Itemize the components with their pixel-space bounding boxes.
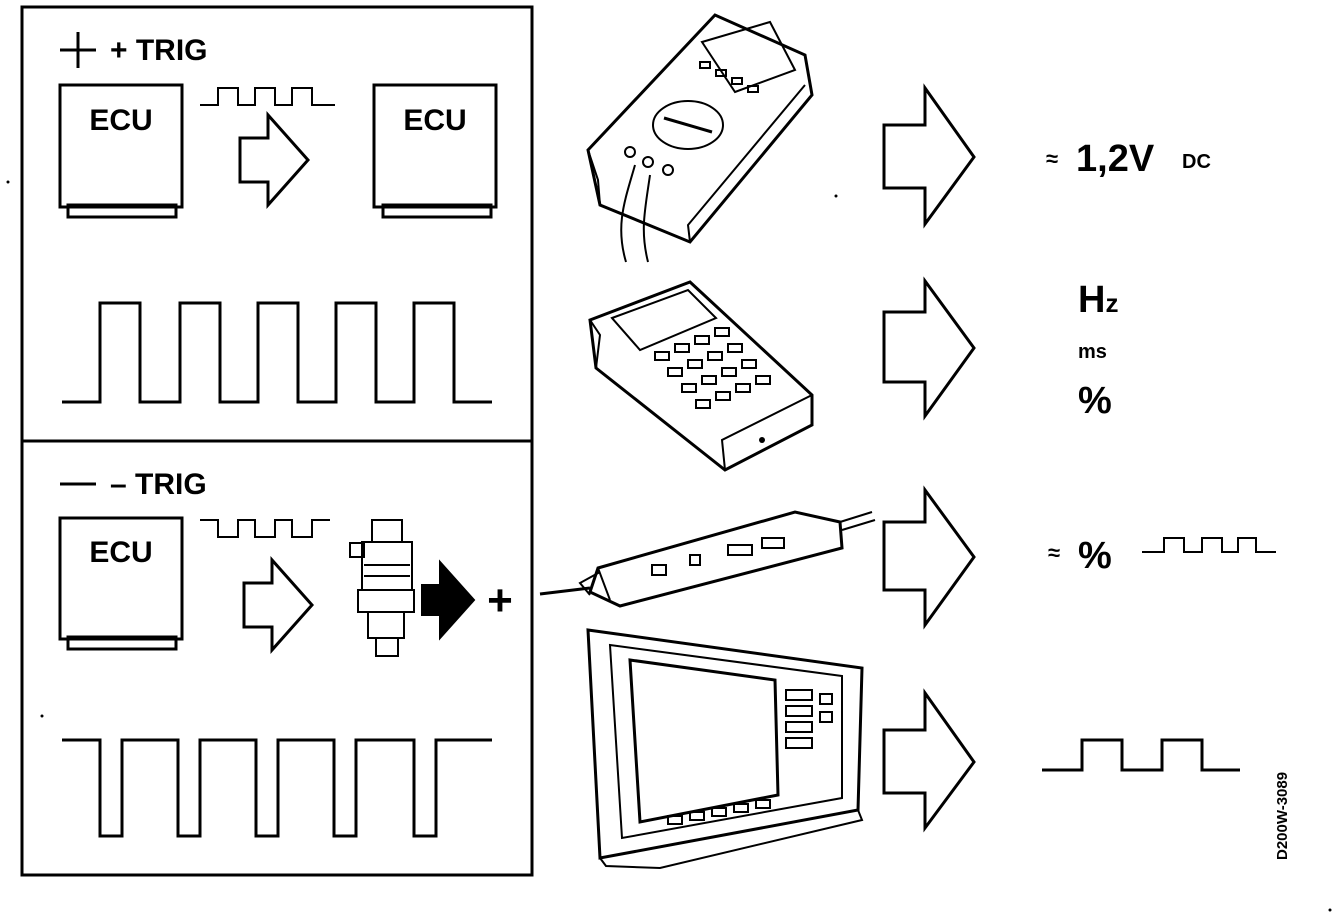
probe-pulse — [1142, 537, 1276, 553]
minus-trig-header: – TRIG — [60, 468, 207, 501]
plus-trig-header: + TRIG — [60, 32, 208, 68]
oscilloscope-icon — [586, 628, 864, 870]
small-pulse-train — [200, 87, 335, 106]
arrow-icon — [882, 485, 976, 630]
arrow-icon — [882, 276, 976, 421]
fuel-injector-icon — [349, 519, 415, 657]
ecu-box-right: ECU — [372, 83, 498, 219]
figure-id: D200W-3089 — [1274, 772, 1291, 860]
ecu-label: ECU — [89, 536, 152, 569]
hz-label: Hz — [1078, 279, 1118, 321]
handheld-tester-icon — [588, 280, 814, 472]
multimeter-icon — [586, 13, 814, 263]
arrow-icon — [882, 83, 976, 229]
approx-symbol: ≈ — [1046, 146, 1058, 171]
logic-probe-icon — [539, 510, 876, 608]
voltage-value: 1,2V — [1076, 138, 1155, 180]
plus-sign: + — [487, 576, 513, 625]
small-inverted-pulse — [200, 519, 330, 538]
arrow-icon — [238, 111, 311, 209]
arrow-icon — [882, 688, 976, 833]
plus-sign-icon — [60, 32, 96, 68]
ms-label: ms — [1078, 341, 1107, 363]
voltage-unit: DC — [1182, 151, 1211, 173]
ecu-label: ECU — [403, 104, 466, 137]
multimeter-readout: ≈ 1,2V DC — [1046, 138, 1211, 180]
ecu-box-minus: ECU — [58, 516, 184, 651]
probe-readout: ≈ % — [1048, 535, 1276, 577]
ecu-box-left: ECU — [58, 83, 184, 219]
approx-symbol: ≈ — [1048, 540, 1060, 565]
tester-readout: Hz ms % — [1078, 279, 1118, 422]
negative-pulse-waveform — [62, 738, 492, 838]
positive-pulse-waveform — [62, 301, 492, 404]
scope-pulse-waveform — [1042, 738, 1240, 772]
minus-trig-label: – TRIG — [110, 468, 207, 501]
plus-trig-label: + TRIG — [110, 34, 208, 67]
percent-label: % — [1078, 380, 1112, 422]
solid-arrow-icon — [421, 559, 476, 641]
ecu-label: ECU — [89, 104, 152, 137]
arrow-icon — [242, 556, 315, 654]
percent-label: % — [1078, 535, 1112, 577]
